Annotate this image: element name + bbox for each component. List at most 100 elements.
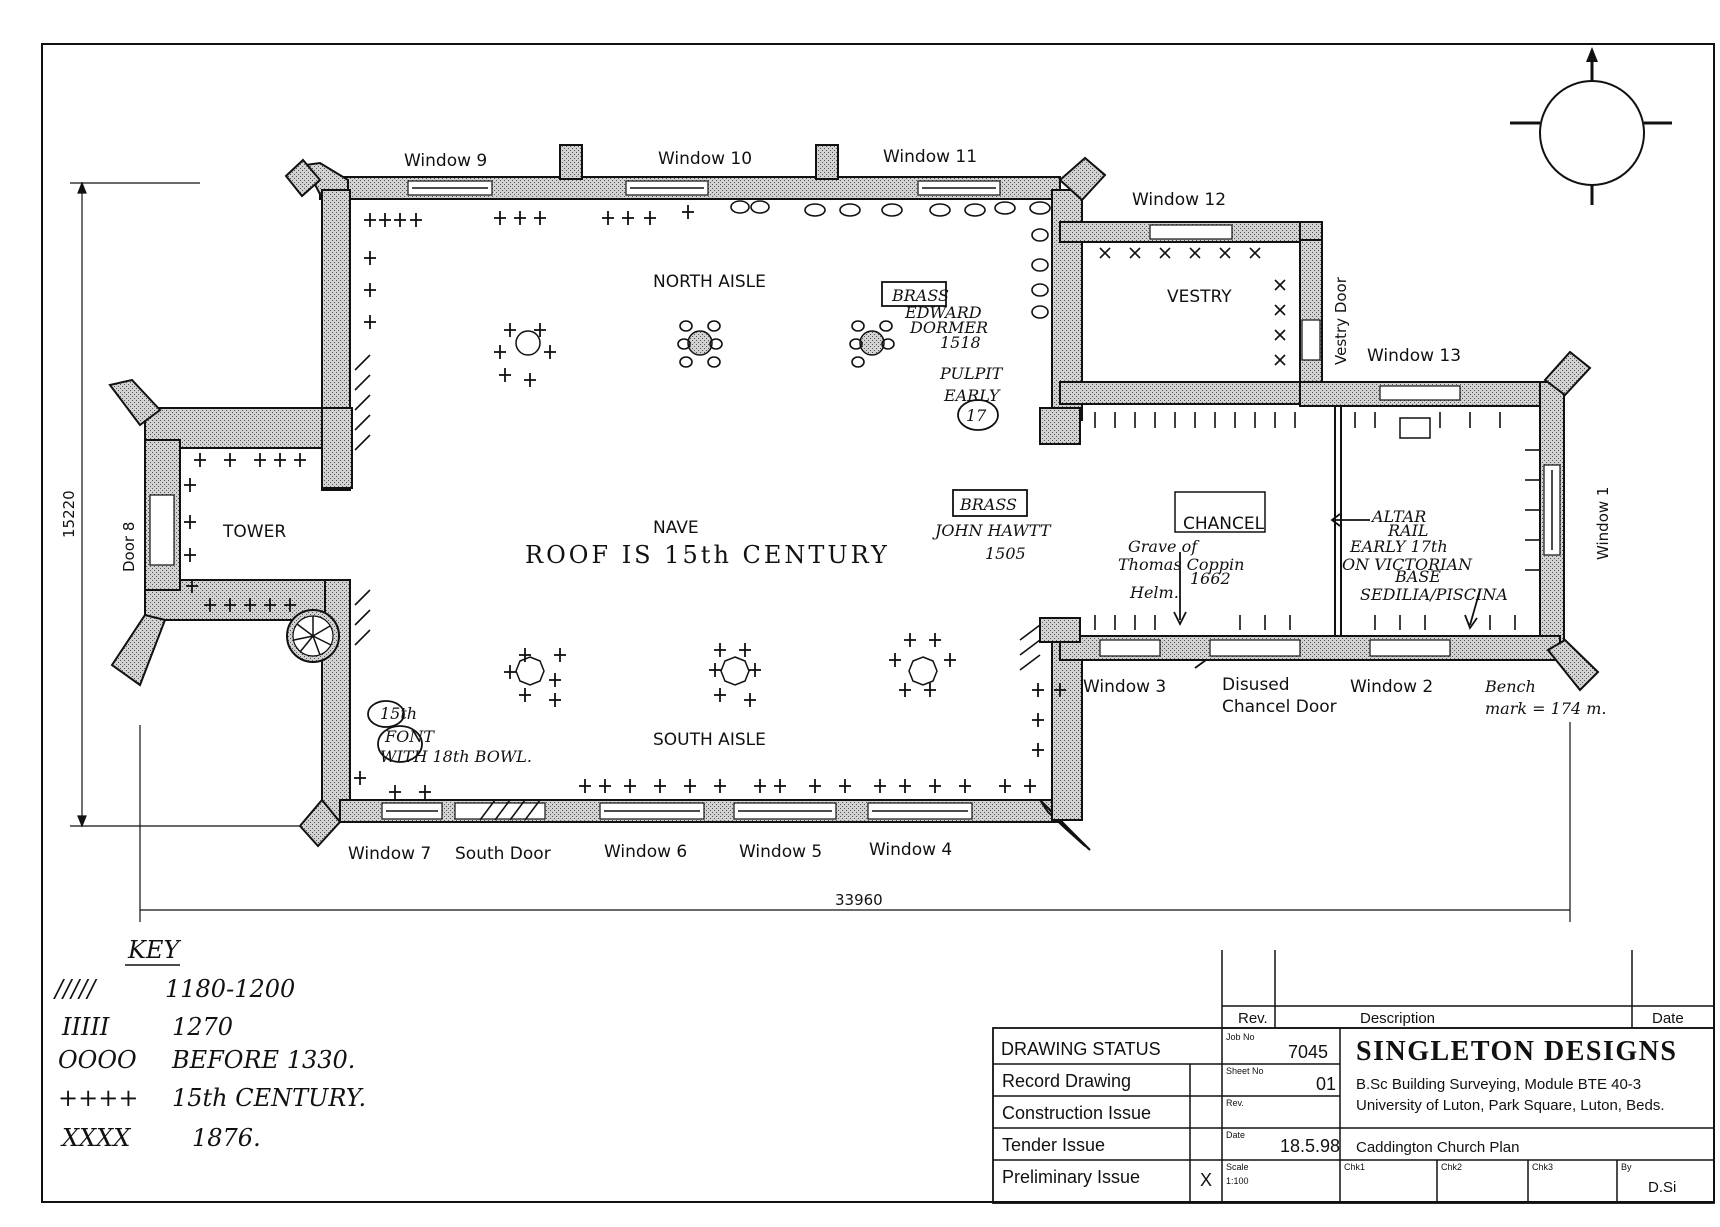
brass-1-line-1: EDWARD <box>904 303 982 322</box>
title-block: Rev. Description Date DRAWING STATUS Rec… <box>992 950 1715 1204</box>
cross-mark <box>714 779 726 793</box>
window-1-label: Window 1 <box>1594 487 1612 560</box>
cross-mark <box>682 205 694 219</box>
sheet-no-label: Sheet No <box>1226 1066 1264 1076</box>
period-marks <box>354 200 1540 821</box>
vestry-label: VESTRY <box>1167 287 1232 307</box>
cross-mark <box>389 785 401 799</box>
cross-mark <box>599 779 611 793</box>
address-line: University of Luton, Park Square, Luton,… <box>1356 1097 1665 1114</box>
window-openings <box>149 180 1561 820</box>
cross-mark <box>254 453 266 467</box>
grave-line-1: Grave of <box>1128 537 1200 556</box>
date-label: Date <box>1226 1130 1245 1140</box>
cross-mark <box>622 211 634 225</box>
key-symbol-2: IIIII <box>61 1013 110 1041</box>
sheet-no-value: 01 <box>1316 1074 1336 1094</box>
cross-mark <box>534 323 546 337</box>
status-preliminary-mark: X <box>1200 1170 1212 1190</box>
company-name: SINGLETON DESIGNS <box>1356 1036 1677 1067</box>
font-line-2: FONT <box>384 727 435 746</box>
font-line-1: 15th <box>380 704 417 723</box>
brass-2-line-1: JOHN HAWTT <box>932 521 1052 540</box>
cross-mark <box>924 683 936 697</box>
cross-mark <box>714 688 726 702</box>
cross-mark <box>899 683 911 697</box>
cross-mark <box>394 213 406 227</box>
scale-value: 1:100 <box>1226 1176 1249 1186</box>
pulpit-line-3: 17 <box>966 406 987 425</box>
key-symbol-3: OOOO <box>58 1046 137 1074</box>
status-record: Record Drawing <box>1002 1071 1131 1091</box>
cross-mark <box>224 598 236 612</box>
chk2-label: Chk2 <box>1441 1162 1462 1172</box>
pulpit-line-1: PULPIT <box>939 364 1004 383</box>
rev-header: Rev. <box>1238 1010 1268 1027</box>
window-9-label: Window 9 <box>404 151 487 171</box>
cross-mark <box>874 779 886 793</box>
cross-mark <box>774 779 786 793</box>
font-line-3: WITH 18th BOWL. <box>380 747 532 766</box>
date-header: Date <box>1652 1010 1684 1027</box>
date-value: 18.5.98 <box>1280 1136 1340 1156</box>
cross-mark <box>899 779 911 793</box>
cross-mark <box>499 368 511 382</box>
cross-mark <box>959 779 971 793</box>
disused-door-label-1: Disused <box>1222 675 1290 695</box>
cross-mark <box>554 648 566 662</box>
cross-mark <box>544 345 556 359</box>
chk3-label: Chk3 <box>1532 1162 1553 1172</box>
grave-line-2: Thomas Coppin <box>1118 555 1244 574</box>
key-label-3: BEFORE 1330. <box>171 1046 355 1074</box>
cross-mark <box>744 693 756 707</box>
bench-mark-line-1: Bench <box>1484 677 1536 696</box>
chk1-label: Chk1 <box>1344 1162 1365 1172</box>
cross-mark <box>284 598 296 612</box>
status-construction: Construction Issue <box>1002 1103 1151 1123</box>
by-label: By <box>1621 1162 1632 1172</box>
window-6-label: Window 6 <box>604 842 687 862</box>
cross-mark <box>354 771 366 785</box>
cross-mark <box>184 478 196 492</box>
key-symbol-1: ///// <box>53 975 98 1003</box>
brass-2-line-2: 1505 <box>985 544 1026 563</box>
window-3-label: Window 3 <box>1083 677 1166 697</box>
nave-label: NAVE <box>653 518 699 538</box>
cross-mark <box>714 643 726 657</box>
altar-line-2: RAIL <box>1387 521 1429 540</box>
cross-mark <box>524 373 536 387</box>
cross-mark <box>904 633 916 647</box>
cross-mark <box>519 648 531 662</box>
altar-line-5: BASE <box>1394 567 1441 586</box>
cross-mark <box>494 345 506 359</box>
cross-mark <box>534 211 546 225</box>
window-13-label: Window 13 <box>1367 346 1461 366</box>
brass-2-box-label: BRASS <box>959 495 1017 514</box>
walls <box>108 144 1600 851</box>
cross-mark <box>549 693 561 707</box>
chancel-label: CHANCEL <box>1183 514 1265 534</box>
roof-note: ROOF IS 15th CENTURY <box>525 541 890 569</box>
sedilia-label: SEDILIA/PISCINA <box>1360 585 1508 604</box>
pillars <box>515 330 938 686</box>
cross-mark <box>364 213 376 227</box>
cross-mark <box>929 633 941 647</box>
brass-1-box-label: BRASS <box>891 286 949 305</box>
project-title: Caddington Church Plan <box>1356 1139 1519 1156</box>
north-arrow-icon <box>1510 47 1672 205</box>
cross-mark <box>294 453 306 467</box>
dimension-lines <box>70 181 1571 922</box>
cross-mark <box>244 598 256 612</box>
drawing-frame <box>41 43 1715 1203</box>
status-tender: Tender Issue <box>1002 1135 1105 1155</box>
altar-line-4: ON VICTORIAN <box>1342 555 1473 574</box>
cross-mark <box>274 453 286 467</box>
by-value: D.Si <box>1648 1179 1676 1196</box>
annotation-marks <box>367 281 1481 763</box>
cross-mark <box>839 779 851 793</box>
cross-mark <box>1032 683 1044 697</box>
cross-mark <box>739 643 751 657</box>
cross-mark <box>809 779 821 793</box>
cross-mark <box>186 579 198 593</box>
scale-label: Scale <box>1226 1162 1249 1172</box>
